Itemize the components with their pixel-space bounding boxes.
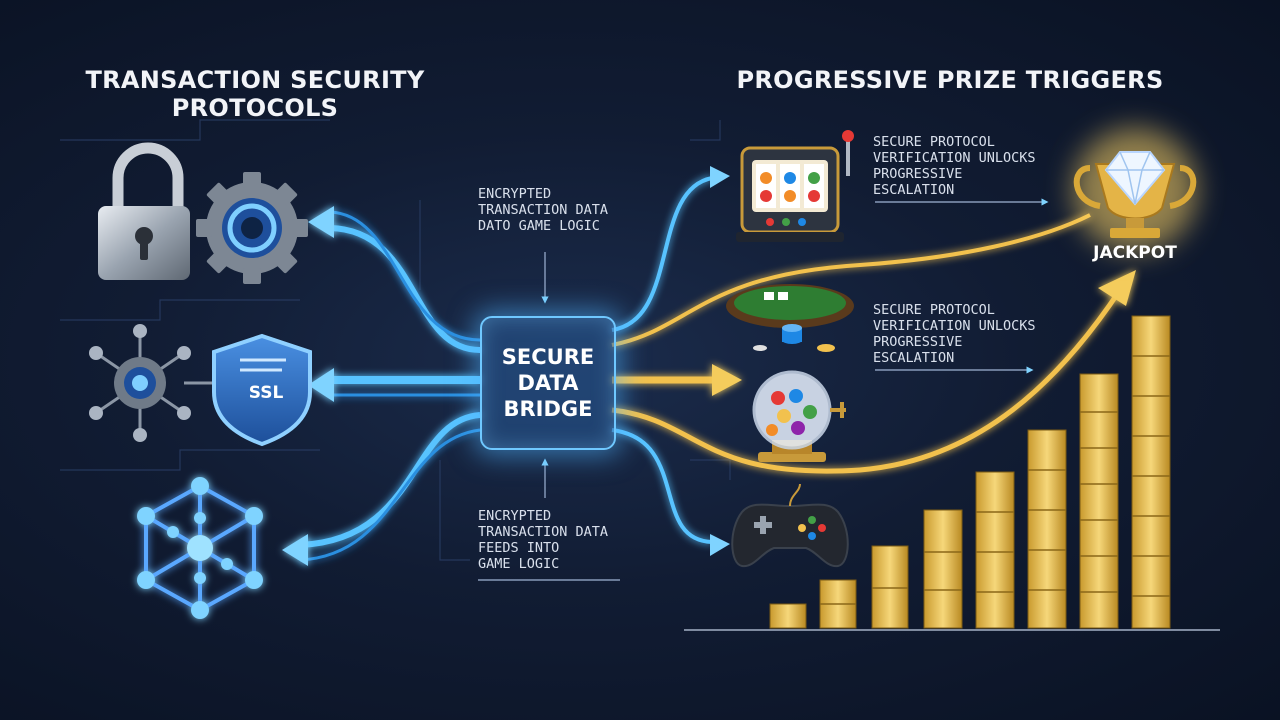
growth-bar: [1131, 315, 1171, 629]
growth-bar: [769, 603, 807, 629]
protocol-note-upper: SECURE PROTOCOL VERIFICATION UNLOCKS PRO…: [873, 134, 1036, 198]
ssl-label: SSL: [248, 383, 284, 403]
note-line: SECURE PROTOCOL: [873, 134, 995, 150]
bridge-label-line: DATA: [517, 371, 579, 395]
note-line: TRANSACTION DATA: [478, 202, 609, 218]
right-section-title: PROGRESSIVE PRIZE TRIGGERS: [736, 66, 1164, 94]
note-line: ENCRYPTED: [478, 508, 552, 524]
encrypted-data-note-bottom: ENCRYPTED TRANSACTION DATA FEEDS INTO GA…: [478, 508, 608, 572]
growth-bar: [923, 509, 963, 629]
network-gear-icon: [89, 324, 220, 442]
growth-bars: [769, 315, 1171, 629]
note-line: DATO GAME LOGIC: [478, 218, 600, 234]
growth-bar: [975, 471, 1015, 629]
note-line: TRANSACTION DATA: [478, 524, 609, 540]
left-section-title: TRANSACTION SECURITY PROTOCOLS: [40, 66, 470, 122]
gear-icon: [196, 172, 308, 284]
note-line: ENCRYPTED: [478, 186, 552, 202]
flow-to-padlock-inner: [329, 210, 481, 342]
left-title-line: PROTOCOLS: [171, 94, 339, 122]
flow-to-network: [299, 412, 481, 548]
prize-flow-paths: [611, 213, 1123, 474]
padlock-icon: [98, 142, 190, 280]
protocol-note-lower: SECURE PROTOCOL VERIFICATION UNLOCKS PRO…: [873, 302, 1036, 366]
bar-segment-lines: [820, 355, 1170, 605]
note-line: ESCALATION: [873, 350, 955, 366]
circuit-lines: [60, 119, 731, 561]
gold-arrowhead-center: [712, 364, 742, 396]
note-line: ESCALATION: [873, 182, 955, 198]
note-line: PROGRESSIVE: [873, 334, 963, 350]
note-pointers: [478, 198, 1049, 581]
slot-machine-icon: [736, 130, 854, 242]
secure-data-bridge: SECURE DATA BRIDGE: [480, 316, 616, 450]
ssl-shield-icon: [212, 333, 312, 447]
note-line: VERIFICATION UNLOCKS: [873, 150, 1036, 166]
lottery-ball-icon: [752, 370, 846, 462]
note-line: GAME LOGIC: [478, 556, 560, 572]
left-title-line: TRANSACTION SECURITY: [85, 66, 425, 94]
game-arrowheads: [710, 166, 730, 556]
jackpot-label: JACKPOT: [1093, 243, 1177, 263]
arrowhead-padlock: [308, 206, 334, 238]
growth-bar: [871, 545, 909, 629]
growth-bar: [1079, 373, 1119, 629]
diamond-trophy-icon: [1073, 151, 1197, 238]
security-arrowheads: [282, 206, 334, 566]
note-line: FEEDS INTO: [478, 540, 560, 556]
hexagon-network-icon: [137, 477, 263, 619]
note-line: VERIFICATION UNLOCKS: [873, 318, 1036, 334]
encrypted-data-note-top: ENCRYPTED TRANSACTION DATA DATO GAME LOG…: [478, 186, 608, 234]
poker-table-icon: [726, 284, 854, 352]
growth-bar: [1027, 429, 1067, 629]
note-line: PROGRESSIVE: [873, 166, 963, 182]
bridge-label-line: SECURE: [501, 345, 595, 369]
security-flow-paths: [299, 210, 481, 562]
arrowhead-ssl: [308, 368, 334, 402]
arrowhead-network: [282, 534, 308, 566]
game-flow-paths: [611, 176, 713, 544]
gamepad-icon: [731, 483, 849, 568]
bridge-label-line: BRIDGE: [503, 397, 593, 421]
flow-to-padlock: [329, 225, 481, 353]
note-line: SECURE PROTOCOL: [873, 302, 995, 318]
gold-arrowhead-jackpot: [1098, 270, 1136, 306]
flow-to-network-inner: [299, 428, 481, 562]
